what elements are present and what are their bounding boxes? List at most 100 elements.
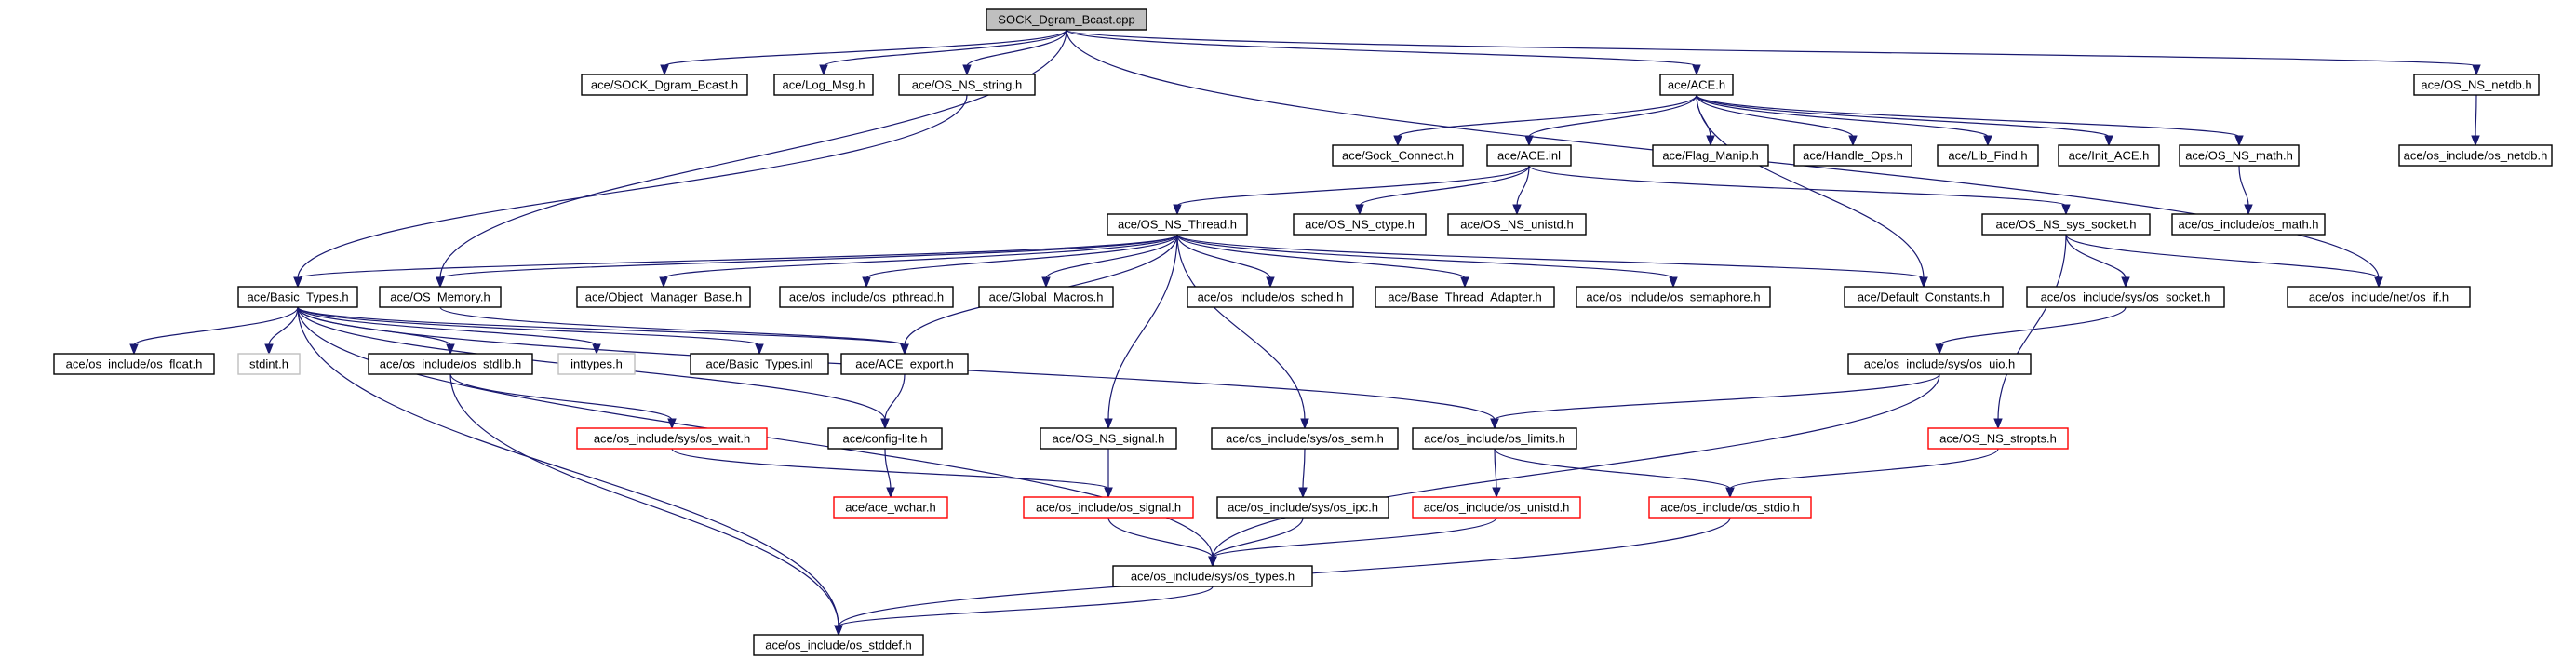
edge-os_ns_thread_h-to-global_macros_h <box>1041 234 1178 289</box>
node-init-ace-h[interactable]: ace/Init_ACE.h <box>2058 144 2160 167</box>
node-os-include-os-float-h[interactable]: ace/os_include/os_float.h <box>53 353 215 375</box>
node-os-ns-stropts-h[interactable]: ace/OS_NS_stropts.h <box>1927 427 2069 450</box>
node-os-include-net-os-if-h[interactable]: ace/os_include/net/os_if.h <box>2287 286 2471 308</box>
node-flag-manip-h[interactable]: ace/Flag_Manip.h <box>1652 144 1769 167</box>
edge-os_ns_thread_h-to-os_include_os_pthread_h <box>862 234 1178 289</box>
node-label: ace/os_include/os_stdio.h <box>1660 501 1800 515</box>
edge-root-to-os_memory_h <box>436 29 1067 289</box>
node-label: ace/Flag_Manip.h <box>1662 149 1758 163</box>
node-os-include-os-stdio-h[interactable]: ace/os_include/os_stdio.h <box>1648 496 1812 519</box>
node-os-include-os-stdlib-h[interactable]: ace/os_include/os_stdlib.h <box>368 353 533 375</box>
edge-ace_h-to-handle_ops_h <box>1696 94 1858 147</box>
node-lib-find-h[interactable]: ace/Lib_Find.h <box>1937 144 2039 167</box>
node-label: ace/os_include/os_pthread.h <box>789 290 944 304</box>
node-label: ace/OS_NS_netdb.h <box>2421 78 2531 92</box>
node-label: ace/os_include/os_netdb.h <box>2404 149 2548 163</box>
node-ace-h[interactable]: ace/ACE.h <box>1659 74 1734 96</box>
node-os-include-sys-os-socket-h[interactable]: ace/os_include/sys/os_socket.h <box>2026 286 2225 308</box>
node-label: ace/OS_NS_ctype.h <box>1305 218 1415 232</box>
node-default-constants-h[interactable]: ace/Default_Constants.h <box>1844 286 2004 308</box>
edge-os_ns_sys_socket_h-to-os_include_sys_os_socket_h <box>2065 234 2130 289</box>
node-os-include-sys-os-sem-h[interactable]: ace/os_include/sys/os_sem.h <box>1211 427 1399 450</box>
node-label: ace/ACE.inl <box>1497 149 1561 163</box>
edge-root-to-sock_dgram_bcast_h <box>660 29 1067 76</box>
node-os-ns-unistd-h[interactable]: ace/OS_NS_unistd.h <box>1447 213 1587 236</box>
edge-os_memory_h-to-ace_export_h <box>439 306 909 356</box>
node-os-include-os-limits-h[interactable]: ace/os_include/os_limits.h <box>1412 427 1577 450</box>
edge-os_ns_stropts_h-to-os_include_os_stdio_h <box>1725 448 1999 499</box>
node-os-include-os-pthread-h[interactable]: ace/os_include/os_pthread.h <box>779 286 954 308</box>
node-basic-types-h[interactable]: ace/Basic_Types.h <box>237 286 358 308</box>
node-os-include-sys-os-types-h[interactable]: ace/os_include/sys/os_types.h <box>1112 565 1313 587</box>
node-config-lite-h[interactable]: ace/config-lite.h <box>827 427 943 450</box>
node-os-memory-h[interactable]: ace/OS_Memory.h <box>379 286 502 308</box>
node-stdint-h[interactable]: stdint.h <box>237 353 301 375</box>
node-object-manager-base-h[interactable]: ace/Object_Manager_Base.h <box>576 286 751 308</box>
edge-os_include_sys_os_uio_h-to-os_include_os_limits_h <box>1490 373 1940 430</box>
node-os-include-sys-os-ipc-h[interactable]: ace/os_include/sys/os_ipc.h <box>1216 496 1389 519</box>
edge-config_lite_h-to-ace_wchar_h <box>884 448 895 499</box>
nodes: SOCK_Dgram_Bcast.cpp ace/SOCK_Dgram_Bcast… <box>53 8 2553 656</box>
node-os-include-os-signal-h[interactable]: ace/os_include/os_signal.h <box>1023 496 1194 519</box>
node-label: ace/Base_Thread_Adapter.h <box>1388 290 1542 304</box>
edge-basic_types_h-to-ace_export_h <box>297 306 909 356</box>
edge-os_include_os_unistd_h-to-os_include_sys_os_types_h <box>1208 517 1497 568</box>
node-label: ace/os_include/os_sched.h <box>1198 290 1344 304</box>
node-label: ace/os_include/os_semaphore.h <box>1586 290 1760 304</box>
node-os-ns-string-h[interactable]: ace/OS_NS_string.h <box>898 74 1036 96</box>
node-inttypes-h[interactable]: inttypes.h <box>557 353 636 375</box>
edge-os_ns_netdb_h-to-os_include_os_netdb_h <box>2471 94 2480 147</box>
node-ace-wchar-h[interactable]: ace/ace_wchar.h <box>833 496 948 519</box>
node-os-ns-sys-socket-h[interactable]: ace/OS_NS_sys_socket.h <box>1981 213 2151 236</box>
edge-ace_h-to-ace_inl <box>1524 94 1697 147</box>
edge-os_ns_thread_h-to-object_manager_base_h <box>659 234 1178 289</box>
node-global-macros-h[interactable]: ace/Global_Macros.h <box>978 286 1114 308</box>
edge-os_ns_thread_h-to-os_include_os_semaphore_h <box>1176 234 1678 289</box>
node-label: ace/os_include/sys/os_sem.h <box>1226 432 1384 446</box>
edge-os_ns_thread_h-to-os_include_os_sched_h <box>1176 234 1275 289</box>
node-os-include-sys-os-uio-h[interactable]: ace/os_include/sys/os_uio.h <box>1847 353 2032 375</box>
node-basic-types-inl[interactable]: ace/Basic_Types.inl <box>690 353 829 375</box>
node-label: ace/Handle_Ops.h <box>1803 149 1903 163</box>
node-os-include-os-sched-h[interactable]: ace/os_include/os_sched.h <box>1187 286 1354 308</box>
edge-os_include_sys_os_sem_h-to-os_include_sys_os_ipc_h <box>1298 448 1308 499</box>
node-os-ns-signal-h[interactable]: ace/OS_NS_signal.h <box>1040 427 1177 450</box>
node-os-include-os-semaphore-h[interactable]: ace/os_include/os_semaphore.h <box>1576 286 1771 308</box>
node-os-ns-math-h[interactable]: ace/OS_NS_math.h <box>2179 144 2300 167</box>
node-os-include-os-math-h[interactable]: ace/os_include/os_math.h <box>2171 213 2326 236</box>
edge-basic_types_h-to-stdint_h <box>264 306 299 356</box>
node-os-ns-netdb-h[interactable]: ace/OS_NS_netdb.h <box>2413 74 2540 96</box>
node-label: ace/os_include/os_stddef.h <box>765 639 912 653</box>
edge-os_ns_thread_h-to-os_memory_h <box>436 234 1178 289</box>
node-base-thread-adapter-h[interactable]: ace/Base_Thread_Adapter.h <box>1375 286 1555 308</box>
node-label: ace/Global_Macros.h <box>989 290 1104 304</box>
node-log-msg-h[interactable]: ace/Log_Msg.h <box>773 74 874 96</box>
edge-os_ns_math_h-to-os_include_os_math_h <box>2238 165 2253 216</box>
edge-ace_inl-to-os_ns_sys_socket_h <box>1528 165 2071 216</box>
node-label: ace/os_include/sys/os_types.h <box>1131 570 1295 584</box>
node-handle-ops-h[interactable]: ace/Handle_Ops.h <box>1793 144 1912 167</box>
node-sock-connect-h[interactable]: ace/Sock_Connect.h <box>1332 144 1464 167</box>
node-os-include-os-unistd-h[interactable]: ace/os_include/os_unistd.h <box>1412 496 1581 519</box>
node-label: ace/OS_NS_stropts.h <box>1939 432 2057 446</box>
node-root[interactable]: SOCK_Dgram_Bcast.cpp <box>986 8 1147 31</box>
node-label: ace/Lib_Find.h <box>1948 149 2027 163</box>
edge-os_include_os_stdlib_h-to-os_include_os_stddef_h <box>449 373 843 637</box>
edge-ace_h-to-sock_connect_h <box>1393 94 1697 147</box>
edge-os_include_os_limits_h-to-os_include_os_stdio_h <box>1494 448 1735 499</box>
edge-os_include_os_signal_h-to-os_include_sys_os_types_h <box>1107 517 1217 568</box>
node-ace-export-h[interactable]: ace/ACE_export.h <box>840 353 969 375</box>
node-label: ace/os_include/sys/os_socket.h <box>2041 290 2211 304</box>
node-os-ns-ctype-h[interactable]: ace/OS_NS_ctype.h <box>1293 213 1427 236</box>
node-ace-inl[interactable]: ace/ACE.inl <box>1486 144 1572 167</box>
node-os-ns-thread-h[interactable]: ace/OS_NS_Thread.h <box>1107 213 1248 236</box>
edge-ace_h-to-os_ns_math_h <box>1696 94 2244 147</box>
node-sock-dgram-bcast-h[interactable]: ace/SOCK_Dgram_Bcast.h <box>581 74 748 96</box>
node-label: ace/OS_NS_math.h <box>2185 149 2293 163</box>
edge-os_ns_thread_h-to-os_include_sys_os_sem_h <box>1176 234 1309 430</box>
node-label: stdint.h <box>249 357 288 371</box>
node-os-include-os-stddef-h[interactable]: ace/os_include/os_stddef.h <box>753 634 924 656</box>
node-os-include-sys-os-wait-h[interactable]: ace/os_include/sys/os_wait.h <box>576 427 768 450</box>
node-os-include-os-netdb-h[interactable]: ace/os_include/os_netdb.h <box>2398 144 2553 167</box>
